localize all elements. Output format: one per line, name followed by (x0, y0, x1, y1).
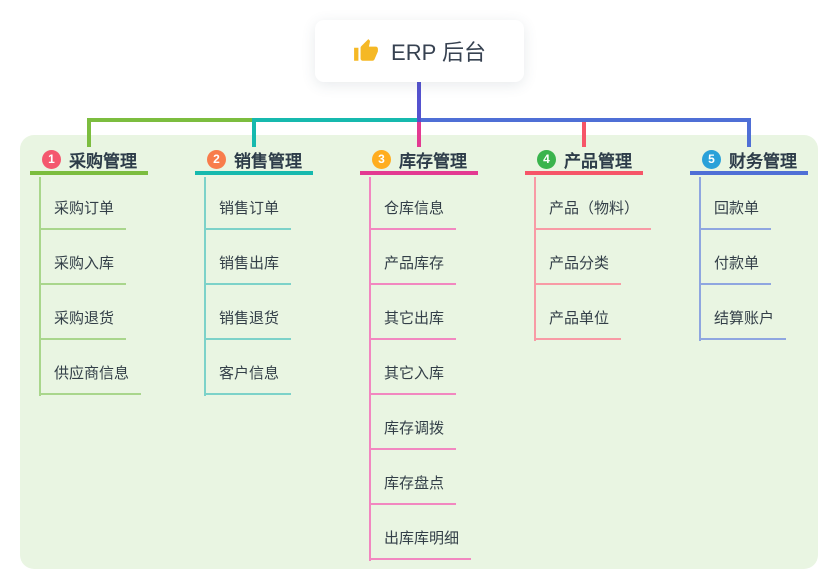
canvas-panel (20, 135, 818, 569)
branch-header-1[interactable]: 1 采购管理 (30, 148, 148, 175)
branch-child-line (369, 177, 371, 561)
branch-number-badge: 2 (207, 150, 226, 169)
child-node[interactable]: 产品库存 (369, 254, 457, 285)
child-node[interactable]: 仓库信息 (369, 199, 457, 230)
child-node[interactable]: 回款单 (699, 199, 772, 230)
thumbs-up-icon (354, 39, 378, 61)
branch-child-line (204, 177, 206, 396)
child-node[interactable]: 产品分类 (534, 254, 622, 285)
branch-header-4[interactable]: 4 产品管理 (525, 148, 643, 175)
child-node[interactable]: 客户信息 (204, 364, 292, 395)
child-node[interactable]: 采购订单 (39, 199, 127, 230)
branch-number-badge: 3 (372, 150, 391, 169)
branch-title: 产品管理 (564, 152, 632, 171)
child-node[interactable]: 采购退货 (39, 309, 127, 340)
branch-connector-5 (419, 118, 751, 147)
root-node[interactable]: ERP 后台 (315, 20, 524, 82)
child-node[interactable]: 供应商信息 (39, 364, 142, 395)
child-node[interactable]: 采购入库 (39, 254, 127, 285)
child-node[interactable]: 产品（物料） (534, 199, 652, 230)
branch-title: 采购管理 (69, 152, 137, 171)
branch-number-badge: 5 (702, 150, 721, 169)
branch-title: 库存管理 (399, 152, 467, 171)
child-node[interactable]: 库存盘点 (369, 474, 457, 505)
child-node[interactable]: 结算账户 (699, 309, 787, 340)
child-node[interactable]: 库存调拨 (369, 419, 457, 450)
branch-child-line (534, 177, 536, 341)
branch-title: 销售管理 (234, 152, 302, 171)
child-node[interactable]: 其它出库 (369, 309, 457, 340)
child-node[interactable]: 产品单位 (534, 309, 622, 340)
child-node[interactable]: 出库库明细 (369, 529, 472, 560)
child-node[interactable]: 销售订单 (204, 199, 292, 230)
branch-connector-4 (419, 118, 586, 147)
branch-header-5[interactable]: 5 财务管理 (690, 148, 808, 175)
branch-number-badge: 1 (42, 150, 61, 169)
root-title: ERP 后台 (391, 40, 486, 65)
branch-child-line (699, 177, 701, 341)
branch-child-line (39, 177, 41, 396)
child-node[interactable]: 销售出库 (204, 254, 292, 285)
child-node[interactable]: 其它入库 (369, 364, 457, 395)
child-node[interactable]: 付款单 (699, 254, 772, 285)
branch-header-3[interactable]: 3 库存管理 (360, 148, 478, 175)
child-node[interactable]: 销售退货 (204, 309, 292, 340)
branch-header-2[interactable]: 2 销售管理 (195, 148, 313, 175)
branch-number-badge: 4 (537, 150, 556, 169)
branch-title: 财务管理 (729, 152, 797, 171)
branch-connector-2 (252, 118, 419, 147)
